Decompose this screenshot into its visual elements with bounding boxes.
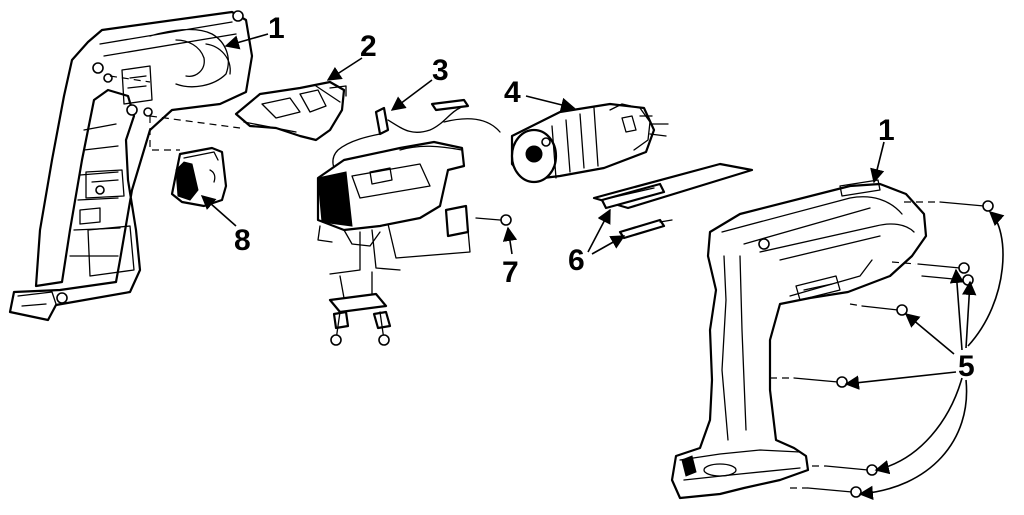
callout-4-motor: 4	[504, 76, 521, 109]
callout-6-nameplate: 6	[568, 244, 585, 277]
callout-3-connector: 3	[432, 54, 449, 87]
left-housing-half	[8, 10, 254, 322]
callout-5-screws: 5	[958, 350, 975, 383]
leader-lines	[200, 33, 1005, 501]
callout-7-screw: 7	[502, 256, 519, 289]
trigger	[170, 146, 228, 208]
callout-2-bracket: 2	[360, 30, 377, 63]
nameplate	[592, 162, 754, 210]
callout-1-left-housing: 1	[268, 12, 285, 45]
pin	[618, 218, 673, 240]
switch-bracket	[234, 80, 347, 142]
callout-1-right-housing: 1	[878, 114, 895, 147]
housing-screws	[793, 200, 994, 498]
alignment-line	[109, 75, 241, 151]
callout-8-trigger: 8	[234, 224, 251, 257]
alignment-line	[770, 201, 938, 489]
right-housing-half	[670, 179, 928, 500]
switch-assembly	[316, 98, 501, 346]
screw-7	[475, 214, 512, 226]
motor	[510, 102, 669, 184]
